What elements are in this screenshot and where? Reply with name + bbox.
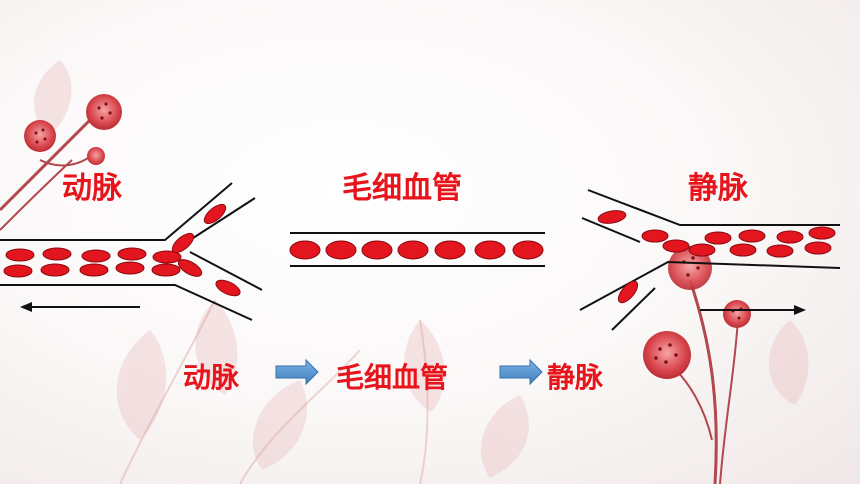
artery-blood-cells [3, 203, 241, 297]
sequence-step-capillary: 毛细血管 [336, 361, 449, 394]
red-blood-cell [151, 263, 181, 277]
red-blood-cell [79, 263, 109, 277]
red-blood-cell [40, 263, 70, 277]
red-blood-cell [203, 203, 227, 225]
red-blood-cell [617, 280, 639, 304]
red-blood-cell [512, 240, 544, 260]
leaf-decoration [481, 395, 529, 478]
sequence-arrow-2 [499, 358, 543, 386]
red-blood-cell [766, 244, 794, 258]
flower-branch-left [0, 94, 122, 231]
capillary-vessel [290, 232, 545, 267]
red-blood-cell [434, 240, 466, 260]
vein-blood-cells [597, 210, 836, 304]
red-blood-cell [5, 248, 35, 262]
red-blood-cell [729, 243, 757, 257]
red-blood-cell [177, 259, 203, 277]
leaf-decoration [768, 320, 809, 405]
red-blood-cell [641, 229, 669, 243]
background-leaves [33, 60, 809, 478]
sequence-step-vein: 静脉 [547, 361, 604, 394]
red-blood-cell [776, 230, 804, 244]
vein-vessel [579, 189, 841, 331]
leaf-decoration [404, 320, 445, 412]
red-blood-cell [171, 232, 195, 254]
background-stems [119, 299, 429, 484]
artery-title: 动脉 [62, 171, 122, 206]
sequence-step-artery: 动脉 [183, 361, 240, 394]
red-blood-cell [662, 239, 690, 253]
red-blood-cell [704, 231, 732, 245]
red-blood-cell [215, 279, 241, 297]
red-blood-cell [474, 240, 506, 260]
red-blood-cell [81, 249, 111, 263]
right-arrow-icon [499, 358, 543, 386]
flower-branch-right [643, 246, 751, 484]
red-blood-cell [738, 229, 766, 243]
red-blood-cell [3, 264, 33, 278]
leaf-decoration [195, 300, 238, 395]
red-blood-cell [117, 247, 147, 261]
vein-title: 静脉 [688, 171, 748, 206]
capillary-title: 毛细血管 [342, 171, 462, 206]
leaf-decoration [116, 330, 167, 440]
red-blood-cell [804, 241, 832, 255]
red-blood-cell [808, 226, 836, 240]
leaf-decoration [252, 380, 308, 470]
leaf-decoration [33, 60, 72, 135]
sequence-arrow-1 [275, 358, 319, 386]
red-blood-cell [688, 243, 716, 257]
artery-flow-arrow [20, 302, 140, 312]
vein-flow-arrow [700, 305, 806, 315]
red-blood-cell [289, 240, 321, 260]
red-blood-cell [115, 261, 145, 275]
red-blood-cell [42, 247, 72, 261]
red-blood-cell [361, 240, 393, 260]
capillary-blood-cells [289, 240, 544, 260]
red-blood-cell [325, 240, 357, 260]
right-arrow-icon [275, 358, 319, 386]
red-blood-cell [397, 240, 429, 260]
red-blood-cell [152, 250, 182, 264]
artery-vessel [0, 182, 263, 321]
red-blood-cell [597, 210, 627, 224]
